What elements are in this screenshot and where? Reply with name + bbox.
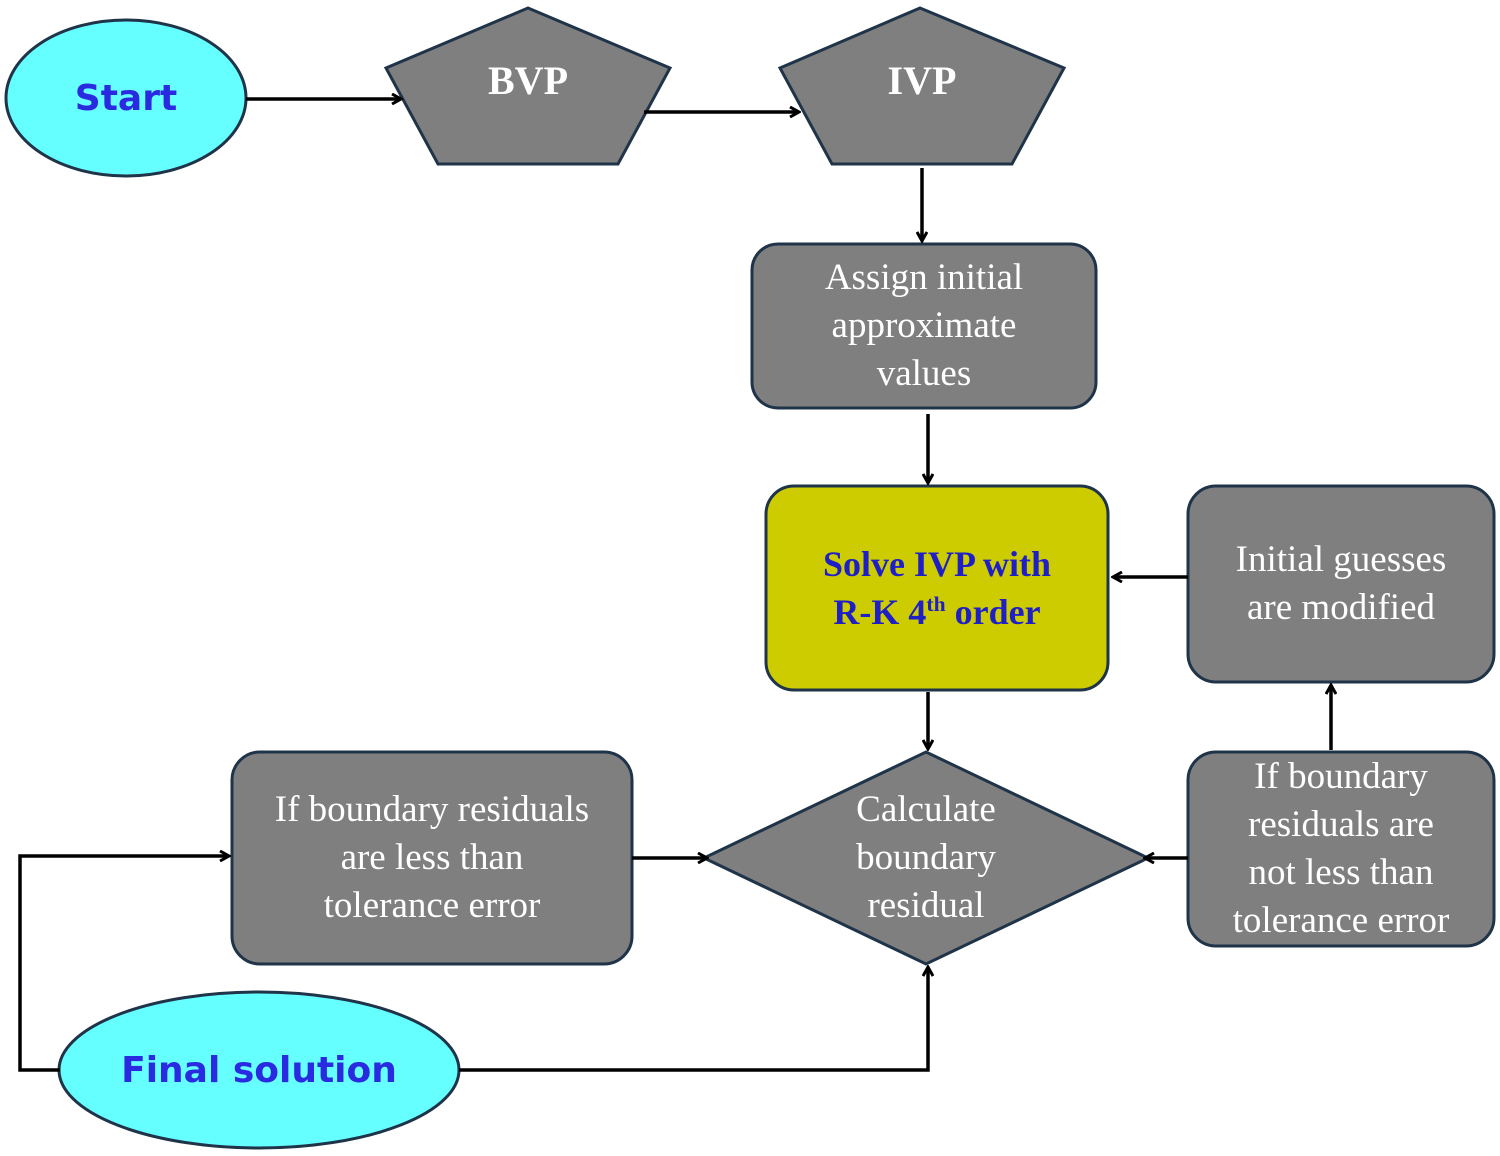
less-than-box (230, 750, 634, 966)
solve-box (764, 484, 1110, 692)
arrow-final-calculate (459, 968, 928, 1072)
calculate-diamond (700, 750, 1152, 966)
start-ellipse (4, 18, 248, 178)
not-less-than-box (1186, 750, 1496, 948)
arrow-final-less (18, 856, 228, 1072)
final-ellipse (57, 990, 461, 1150)
bvp-pentagon (383, 6, 673, 166)
assign-box (750, 242, 1098, 410)
ivp-pentagon (777, 6, 1067, 166)
initial-guesses-box (1186, 484, 1496, 684)
